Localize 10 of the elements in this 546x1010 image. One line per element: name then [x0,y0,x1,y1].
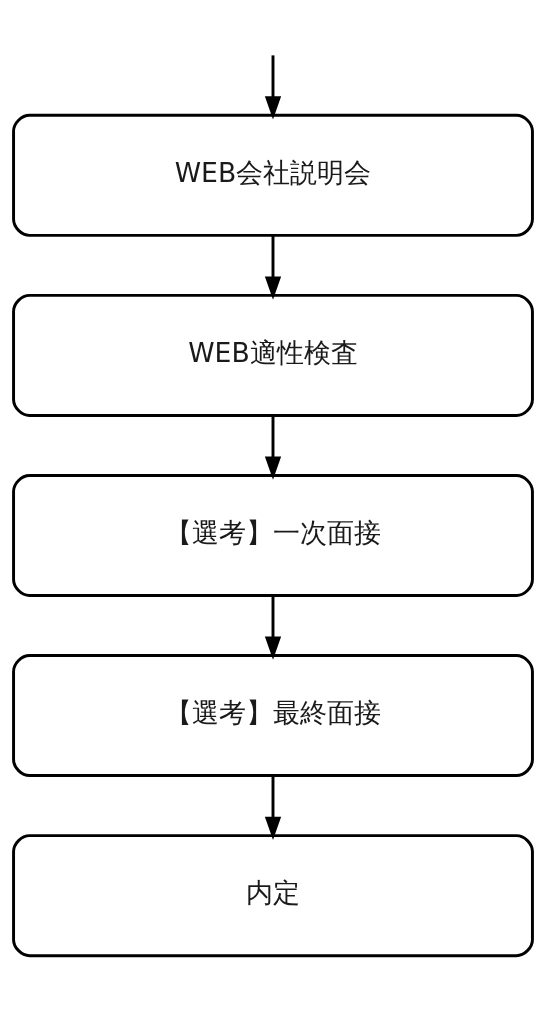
arrow [264,776,282,840]
arrow [264,415,282,480]
arrow [264,595,282,660]
node-box: WEB会社説明会 [12,113,534,237]
arrow [264,55,282,120]
arrow [264,235,282,300]
node-box: WEB適性検査 [12,293,534,417]
node-box: 内定 [12,834,534,958]
node-box: 【選考】最終面接 [12,654,534,778]
node-box: 【選考】一次面接 [12,474,534,597]
